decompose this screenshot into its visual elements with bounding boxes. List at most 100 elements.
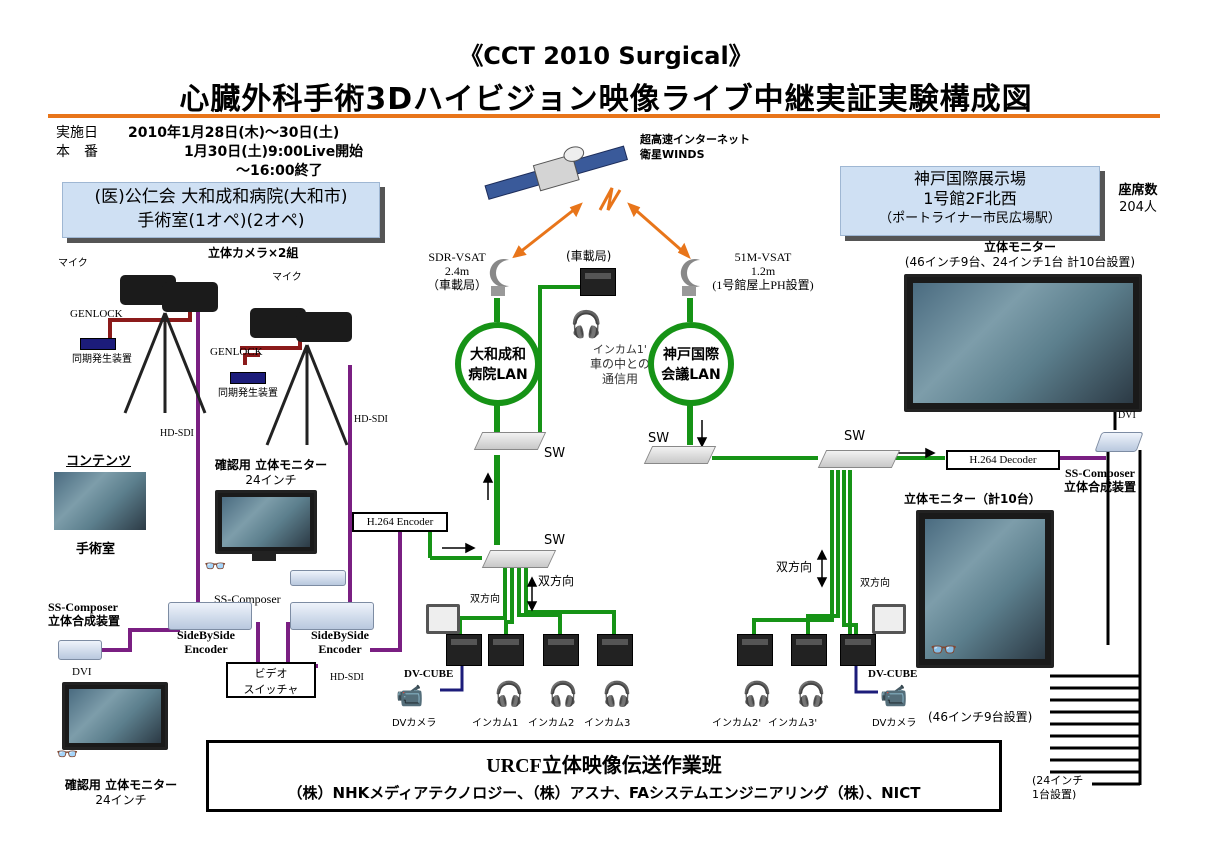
sdr-vsat-location: （車載局） xyxy=(426,278,487,292)
switch-venue-left-label: SW xyxy=(648,431,670,446)
video-switcher: ビデオ スイッチャ xyxy=(226,662,316,698)
venue-monitor-label: 立体モニター (46インチ9台、24インチ1台 計10台設置) xyxy=(870,240,1170,270)
cube-incom3 xyxy=(597,634,633,666)
mic-label-2: マイク xyxy=(272,272,302,283)
ss-composer-left-line2: 立体合成装置 xyxy=(48,614,121,628)
diagram-title-line2: 心臓外科手術3Dハイビジョン映像ライブ中継実証実験構成図 xyxy=(179,82,1033,117)
lan-links xyxy=(428,285,945,634)
venue-monitor2-label: 立体モニター（計10台） xyxy=(904,492,1041,506)
team-title: URCF立体映像伝送作業班 xyxy=(486,755,722,777)
dv-links xyxy=(440,664,878,694)
venue-hall: 1号館2F北西 xyxy=(923,189,1017,208)
incom1-desc2: 通信用 xyxy=(601,372,638,386)
h264-encoder: H.264 Encoder xyxy=(352,512,448,532)
hdsdi-label-3: HD-SDI xyxy=(330,672,364,683)
check-monitor-top-stand xyxy=(252,553,276,561)
headset-incom2-prime-icon: 🎧 xyxy=(742,680,772,708)
m51-vsat-dish-icon xyxy=(680,259,700,296)
tripod-1-icon xyxy=(123,312,207,414)
schedule-live-label: 本 番 xyxy=(56,144,98,160)
cube-incom2 xyxy=(543,634,579,666)
dv-camera-left-label: DVカメラ xyxy=(392,718,437,729)
check-monitor-bottom-line2: 24インチ xyxy=(95,793,147,807)
hdsdi-label-1: HD-SDI xyxy=(160,428,194,439)
incom1-name: インカム1' xyxy=(592,343,647,356)
check-monitor-top-line2: 24インチ xyxy=(245,473,297,487)
flow-arrows xyxy=(442,420,936,612)
satellite-label: 超高速インターネット 衛星WINDS xyxy=(640,132,750,162)
ss-composer-venue-device xyxy=(1094,432,1144,452)
switch-venue-right xyxy=(817,450,901,468)
dvi-label-right: DVI xyxy=(1118,410,1136,421)
hdsdi-label-2: HD-SDI xyxy=(354,414,388,425)
bidir-label-3: 双方向 xyxy=(776,560,813,574)
camera-2b-icon xyxy=(296,312,352,342)
schedule-live-value: 1月30日(土)9:00Live開始 xyxy=(184,144,364,160)
venue-lan-line1: 神戸国際 xyxy=(662,347,719,363)
install-24-label: (24インチ 1台設置) xyxy=(1032,774,1083,802)
venue-monitor-line1: 立体モニター xyxy=(983,240,1056,254)
bidir-label-4: 双方向 xyxy=(860,578,890,589)
seats-label: 座席数 xyxy=(1118,183,1158,198)
install-24-line2: 1台設置) xyxy=(1032,788,1077,801)
ss-composer-venue-line1: SS-Composer xyxy=(1064,466,1135,480)
schedule-date-value: 2010年1月28日(木)～30日(土) xyxy=(128,125,340,141)
venue-lan: 神戸国際会議LAN xyxy=(648,322,734,406)
vehicle-station-label: (車載局) xyxy=(566,249,612,263)
hospital-lan-line2: 病院LAN xyxy=(468,367,528,383)
sbs-encoder-2-line1: SideBySide xyxy=(310,628,370,642)
hdsdi-links xyxy=(100,300,1106,668)
satellite-links xyxy=(512,187,691,260)
sbs-encoder-2 xyxy=(290,602,374,630)
mic-label-1: マイク xyxy=(58,258,88,269)
check-monitor-top-line1: 確認用 立体モニター xyxy=(214,458,328,472)
switch-venue-right-label: SW xyxy=(844,429,866,444)
h264-decoder: H.264 Decoder xyxy=(946,450,1060,470)
headset-incom2-icon: 🎧 xyxy=(548,680,578,708)
cameras-label: 立体カメラ×2組 xyxy=(208,246,299,260)
check-monitor-bottom-line1: 確認用 立体モニター xyxy=(64,778,178,792)
title-underline xyxy=(48,114,1160,118)
headset-incom1-icon: 🎧 xyxy=(494,680,524,708)
dv-cube-left xyxy=(446,634,482,666)
satellite-label-line1: 超高速インターネット xyxy=(640,133,750,146)
sbs-encoder-2-label: SideBySide Encoder xyxy=(290,628,390,656)
sbs-encoder-1-label: SideBySide Encoder xyxy=(156,628,256,656)
dv-cube-left-label: DV-CUBE xyxy=(404,668,454,680)
sync-gen-1-label: 同期発生装置 xyxy=(72,354,132,365)
diagram-title-line1: 《CCT 2010 Surgical》 xyxy=(459,42,753,70)
3d-glasses-left-icon: 👓 xyxy=(56,744,79,765)
cube-incom2-prime xyxy=(737,634,773,666)
seats: 座席数 204人 xyxy=(1108,182,1168,216)
3d-glasses-venue-icon: 👓 xyxy=(930,638,958,663)
pc-monitor-right xyxy=(872,604,906,634)
install-46-label: (46インチ9台設置) xyxy=(928,710,1033,724)
venue-bus xyxy=(1050,400,1142,786)
sbs-encoder-1-line2: Encoder xyxy=(184,642,228,656)
incom1-label: インカム1' 車の中との 通信用 xyxy=(590,342,650,387)
team-members: （株）NHKメディアテクノロジー、（株）アスナ、FAシステムエンジニアリング（株… xyxy=(287,784,921,802)
ss-composer-left-label: SS-Composer 立体合成装置 xyxy=(48,600,120,628)
ss-composer-left-device xyxy=(58,640,102,660)
sdr-vsat-name: SDR-VSAT xyxy=(428,250,486,264)
switch-hospital-top xyxy=(473,432,547,450)
venue-monitor-bottom xyxy=(916,510,1054,668)
bidir-label-1: 双方向 xyxy=(470,594,500,605)
headset-incom3-icon: 🎧 xyxy=(602,680,632,708)
ss-composer-venue-label: SS-Composer 立体合成装置 xyxy=(1050,466,1150,494)
hospital-room: 手術室(1オペ)(2オペ) xyxy=(137,211,305,231)
dv-cube-right xyxy=(840,634,876,666)
bidir-label-2: 双方向 xyxy=(538,574,575,588)
incoms-right: インカム2'インカム3' xyxy=(712,714,852,729)
cube-incom3-prime xyxy=(791,634,827,666)
venue-monitor-top xyxy=(904,274,1142,412)
check-monitor-bottom-label: 確認用 立体モニター 24インチ xyxy=(56,778,186,808)
venue-station: （ポートライナー市民広場駅） xyxy=(879,211,1061,226)
ss-composer-venue-line2: 立体合成装置 xyxy=(1063,480,1136,494)
sdr-vsat-label: SDR-VSAT 2.4m （車載局） xyxy=(418,250,496,292)
sync-gen-1-icon xyxy=(80,338,116,350)
incom-left-3: インカム3 xyxy=(584,718,631,729)
sdr-vsat-dish-icon xyxy=(489,259,509,296)
venue-lan-line2: 会議LAN xyxy=(661,367,721,383)
hospital-box: (医)公仁会 大和成和病院(大和市) 手術室(1オペ)(2オペ) xyxy=(62,182,380,238)
